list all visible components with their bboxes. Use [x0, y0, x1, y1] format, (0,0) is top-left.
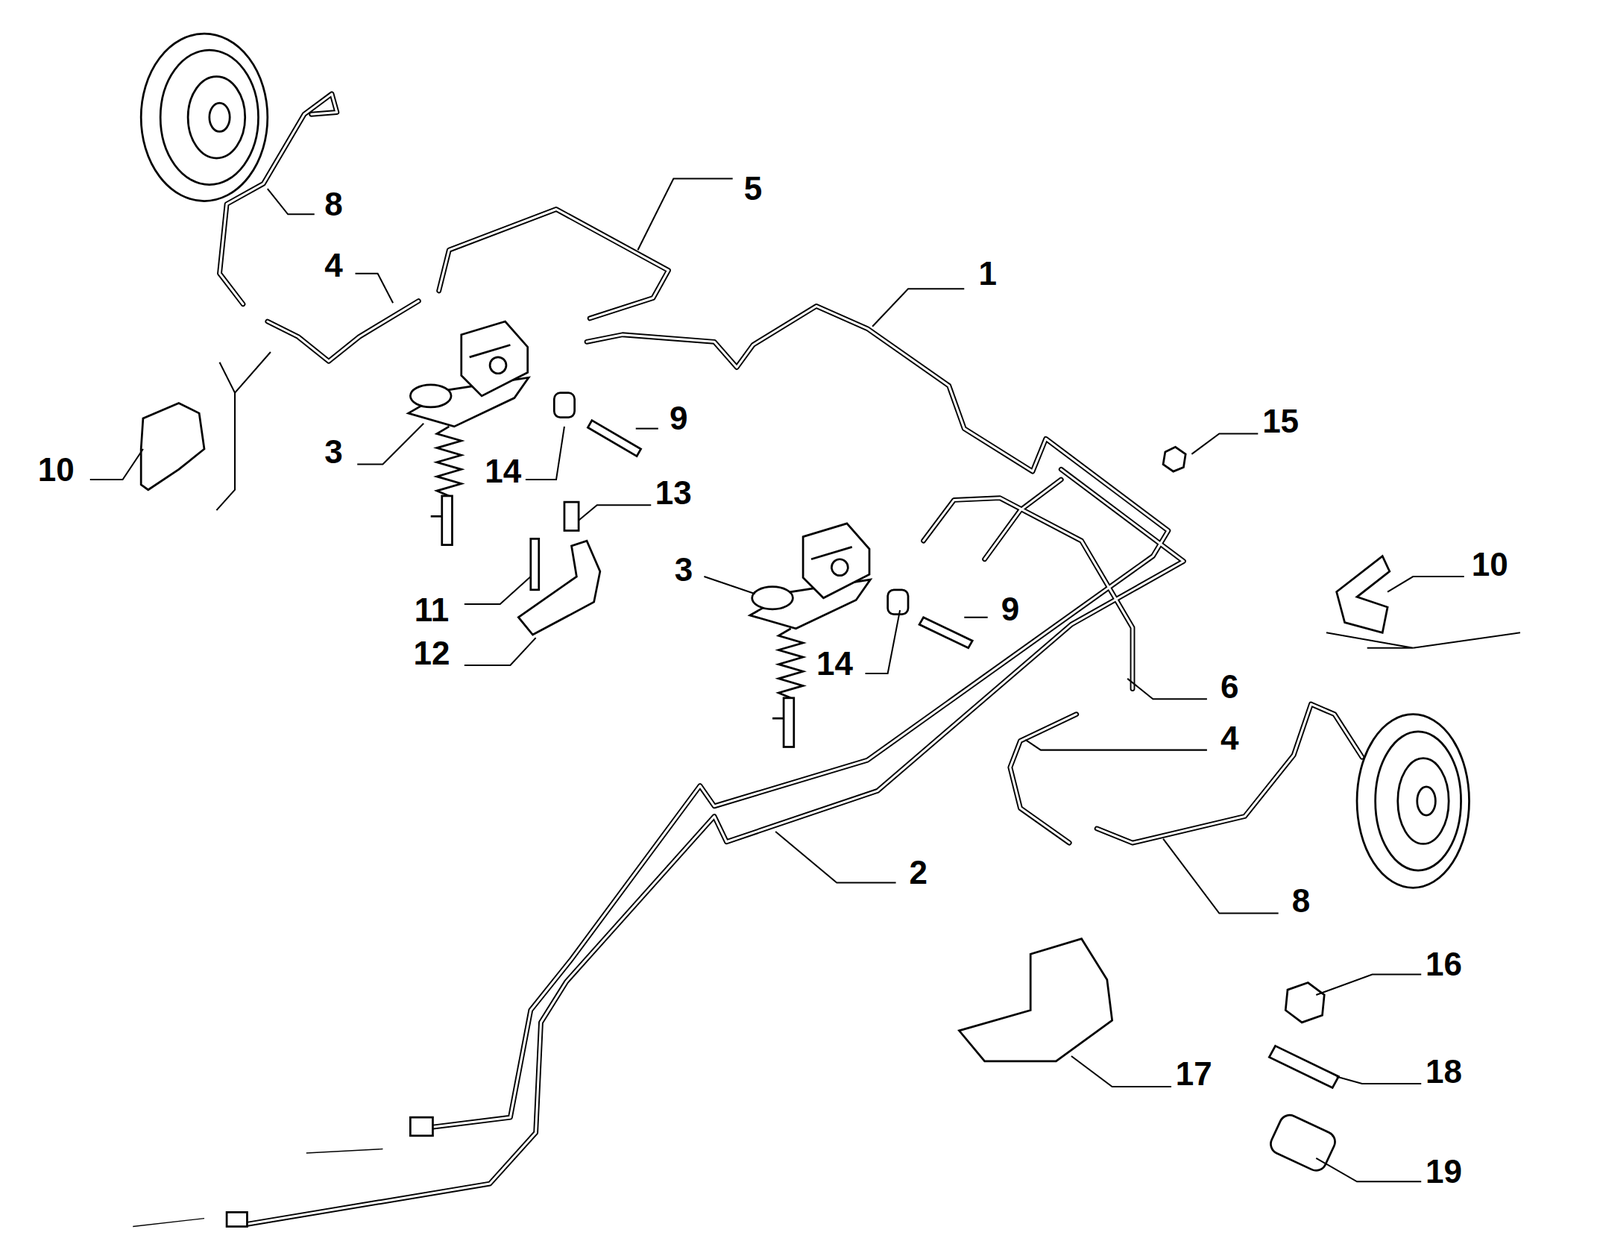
pipe-fill — [219, 93, 1363, 1225]
brake-drum — [1356, 714, 1469, 888]
pipe-outline — [219, 93, 1363, 1225]
fitting — [410, 1116, 433, 1136]
callout-number: 16 — [1425, 947, 1463, 981]
callout-number: 6 — [1220, 670, 1239, 704]
callout-number: 3 — [674, 553, 693, 587]
brake-drum — [140, 33, 268, 201]
callout-number: 10 — [38, 453, 75, 487]
brake-regulator — [408, 321, 529, 546]
callout-number: 9 — [669, 401, 688, 435]
pipe-end — [306, 1148, 384, 1153]
callout-number: 8 — [1292, 884, 1310, 918]
callout-number: 5 — [744, 172, 762, 206]
callout-number: 10 — [1471, 547, 1509, 581]
callout-number: 17 — [1175, 1057, 1213, 1091]
callout-number: 13 — [655, 476, 692, 510]
callout-number: 14 — [484, 454, 522, 488]
callout-number: 2 — [909, 855, 928, 889]
callout-number: 9 — [1001, 592, 1020, 626]
hardware — [140, 392, 1390, 1174]
callout-number: 8 — [324, 187, 343, 221]
pipe-end — [132, 1218, 205, 1227]
callout-number: 12 — [413, 636, 450, 670]
brake-regulator — [750, 523, 871, 748]
leader-line — [90, 178, 1521, 1181]
callout-number: 4 — [1220, 721, 1239, 755]
callout-number: 15 — [1262, 404, 1299, 438]
callout-number: 11 — [414, 593, 450, 627]
callout-number: 19 — [1425, 1154, 1463, 1188]
fitting — [226, 1211, 247, 1226]
callout-number: 18 — [1425, 1054, 1463, 1088]
callout-number: 14 — [816, 647, 853, 680]
callout-number: 3 — [324, 435, 343, 469]
callout-number: 4 — [324, 249, 343, 282]
callout-number: 1 — [978, 257, 997, 291]
